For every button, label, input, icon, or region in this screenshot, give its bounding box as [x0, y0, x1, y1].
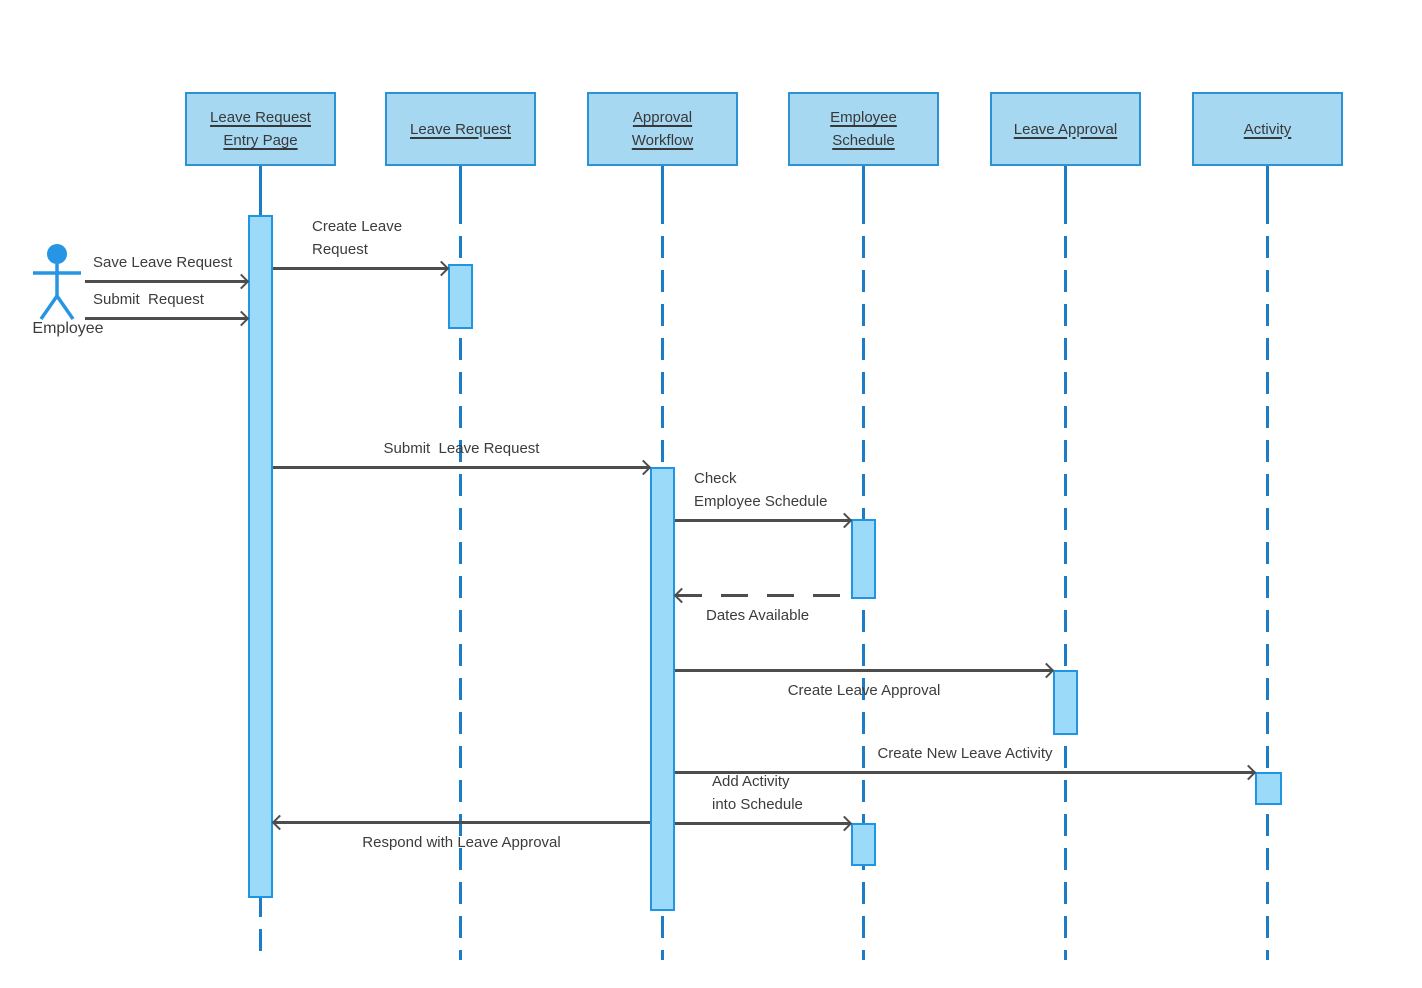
message-line: [675, 519, 851, 522]
message-label: Submit Request: [93, 291, 204, 308]
message-line: [85, 280, 248, 283]
lifeline-stem-approval-workflow: [661, 166, 664, 202]
lifeline-leave-approval: [1064, 202, 1067, 960]
message-line: [85, 317, 248, 320]
lifeline-stem-leave-request-entry-page: [259, 166, 262, 215]
arrowhead: [836, 512, 853, 528]
lifeline-stem-leave-approval: [1064, 166, 1067, 202]
message-label: Submit Leave Request: [383, 440, 540, 457]
message-line: [273, 821, 650, 824]
arrowhead: [1240, 764, 1257, 780]
arrowhead: [673, 587, 690, 603]
activation-entry-page: [248, 215, 273, 898]
message-line: [273, 466, 650, 469]
object-employee-schedule: Employee Schedule: [788, 92, 939, 166]
object-activity: Activity: [1192, 92, 1343, 166]
object-leave-request: Leave Request: [385, 92, 536, 166]
activation-approval-workflow: [650, 467, 675, 911]
actor-label: Employee: [32, 320, 104, 337]
arrowhead: [1038, 662, 1055, 678]
activation-employee-schedule-2: [851, 823, 876, 866]
message-line: [675, 771, 1255, 774]
message-label: Create Leave Request: [312, 218, 403, 258]
activation-employee-schedule-1: [851, 519, 876, 599]
message-label: Check Employee Schedule: [694, 470, 828, 510]
activation-leave-request: [448, 264, 473, 329]
lifeline-stem-activity: [1266, 166, 1269, 202]
message-label: Dates Available: [706, 607, 810, 624]
actor-icon: [33, 244, 81, 320]
arrowhead: [271, 814, 288, 830]
object-leave-approval: Leave Approval: [990, 92, 1141, 166]
message-line: [675, 822, 851, 825]
message-label: Create Leave Approval: [787, 682, 941, 699]
arrowhead: [635, 459, 652, 475]
arrowhead: [233, 273, 250, 289]
message-label: Save Leave Request: [93, 254, 233, 271]
message-line: [675, 669, 1053, 672]
activation-activity: [1255, 772, 1282, 805]
lifeline-stem-employee-schedule: [862, 166, 865, 202]
object-approval-workflow: Approval Workflow: [587, 92, 738, 166]
arrowhead: [836, 815, 853, 831]
arrowhead: [233, 310, 250, 326]
message-label: Create New Leave Activity: [877, 745, 1053, 762]
message-label: Add Activity into Schedule: [712, 773, 803, 813]
message-line: [273, 267, 448, 270]
lifeline-leave-request: [459, 202, 462, 960]
activation-leave-approval: [1053, 670, 1078, 735]
message-line-dashed: [675, 594, 851, 597]
lifeline-stem-leave-request: [459, 166, 462, 202]
message-label: Respond with Leave Approval: [362, 834, 561, 851]
object-leave-request-entry-page: Leave Request Entry Page: [185, 92, 336, 166]
lifeline-activity: [1266, 202, 1269, 960]
arrowhead: [433, 260, 450, 276]
